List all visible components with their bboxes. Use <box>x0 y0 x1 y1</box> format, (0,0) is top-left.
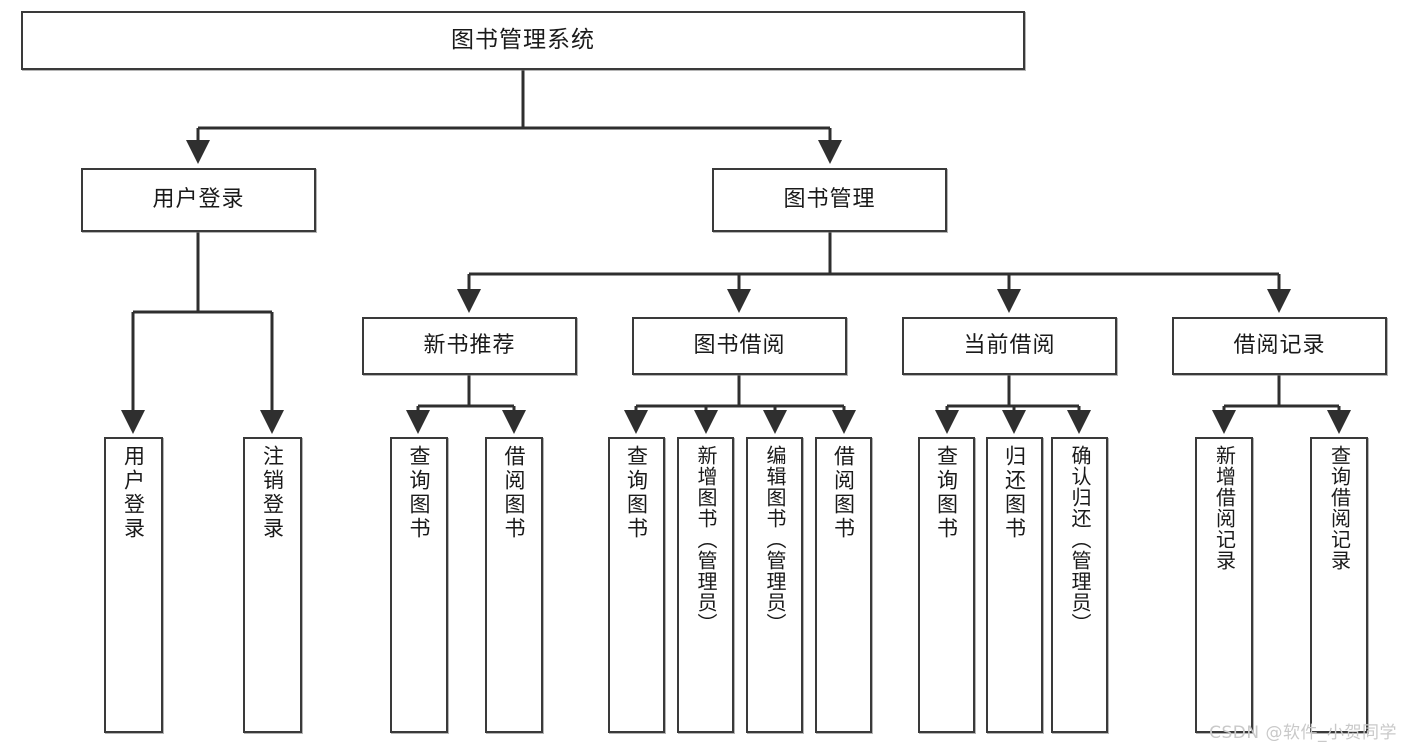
node-label: 新书推荐 <box>423 332 516 358</box>
leaf-book-borrow-edit-book-admin[interactable]: 编辑图书（管理员） <box>746 437 803 733</box>
node-label: 查询借阅记录 <box>1327 445 1352 571</box>
node-label: 查询图书 <box>624 445 649 541</box>
node-label: 借阅记录 <box>1233 332 1326 358</box>
leaf-borrow-record-query-record[interactable]: 查询借阅记录 <box>1310 437 1368 733</box>
leaf-current-borrow-return-book[interactable]: 归还图书 <box>986 437 1043 733</box>
node-user-login[interactable]: 用户登录 <box>81 168 316 232</box>
node-book-management[interactable]: 图书管理 <box>712 168 947 232</box>
leaf-book-borrow-query-book[interactable]: 查询图书 <box>608 437 665 733</box>
leaf-current-borrow-confirm-return-admin[interactable]: 确认归还（管理员） <box>1051 437 1108 733</box>
node-label: 查询图书 <box>407 445 432 541</box>
node-label: 新增借阅记录 <box>1212 445 1237 571</box>
node-label: 查询图书 <box>934 445 959 541</box>
node-label: 注销登录 <box>260 445 285 541</box>
leaf-current-borrow-query-book[interactable]: 查询图书 <box>918 437 975 733</box>
csdn-watermark: CSDN @软件_小贺同学 <box>1209 723 1397 743</box>
node-label: 用户登录 <box>152 186 245 212</box>
leaf-book-borrow-add-book-admin[interactable]: 新增图书（管理员） <box>677 437 734 733</box>
node-borrow-record[interactable]: 借阅记录 <box>1172 317 1387 375</box>
leaf-user-login-logout[interactable]: 注销登录 <box>243 437 302 733</box>
node-label: 图书管理系统 <box>451 27 595 54</box>
leaf-borrow-record-add-record[interactable]: 新增借阅记录 <box>1195 437 1253 733</box>
node-label: 借阅图书 <box>502 445 527 541</box>
leaf-new-book-query-book[interactable]: 查询图书 <box>390 437 448 733</box>
node-root-library-management-system[interactable]: 图书管理系统 <box>21 11 1025 70</box>
node-new-book-recommend[interactable]: 新书推荐 <box>362 317 577 375</box>
node-label: 借阅图书 <box>831 445 856 541</box>
leaf-user-login-login[interactable]: 用户登录 <box>104 437 163 733</box>
node-label: 新增图书（管理员） <box>694 445 718 634</box>
node-label: 当前借阅 <box>963 332 1056 358</box>
leaf-new-book-borrow-book[interactable]: 借阅图书 <box>485 437 543 733</box>
node-label: 图书借阅 <box>693 332 786 358</box>
node-label: 确认归还（管理员） <box>1068 445 1092 634</box>
leaf-book-borrow-borrow-book[interactable]: 借阅图书 <box>815 437 872 733</box>
node-label: 归还图书 <box>1002 445 1027 541</box>
node-label: 用户登录 <box>121 445 146 541</box>
node-current-borrow[interactable]: 当前借阅 <box>902 317 1117 375</box>
node-label: 图书管理 <box>783 186 876 212</box>
node-label: 编辑图书（管理员） <box>763 445 787 634</box>
node-book-borrow[interactable]: 图书借阅 <box>632 317 847 375</box>
